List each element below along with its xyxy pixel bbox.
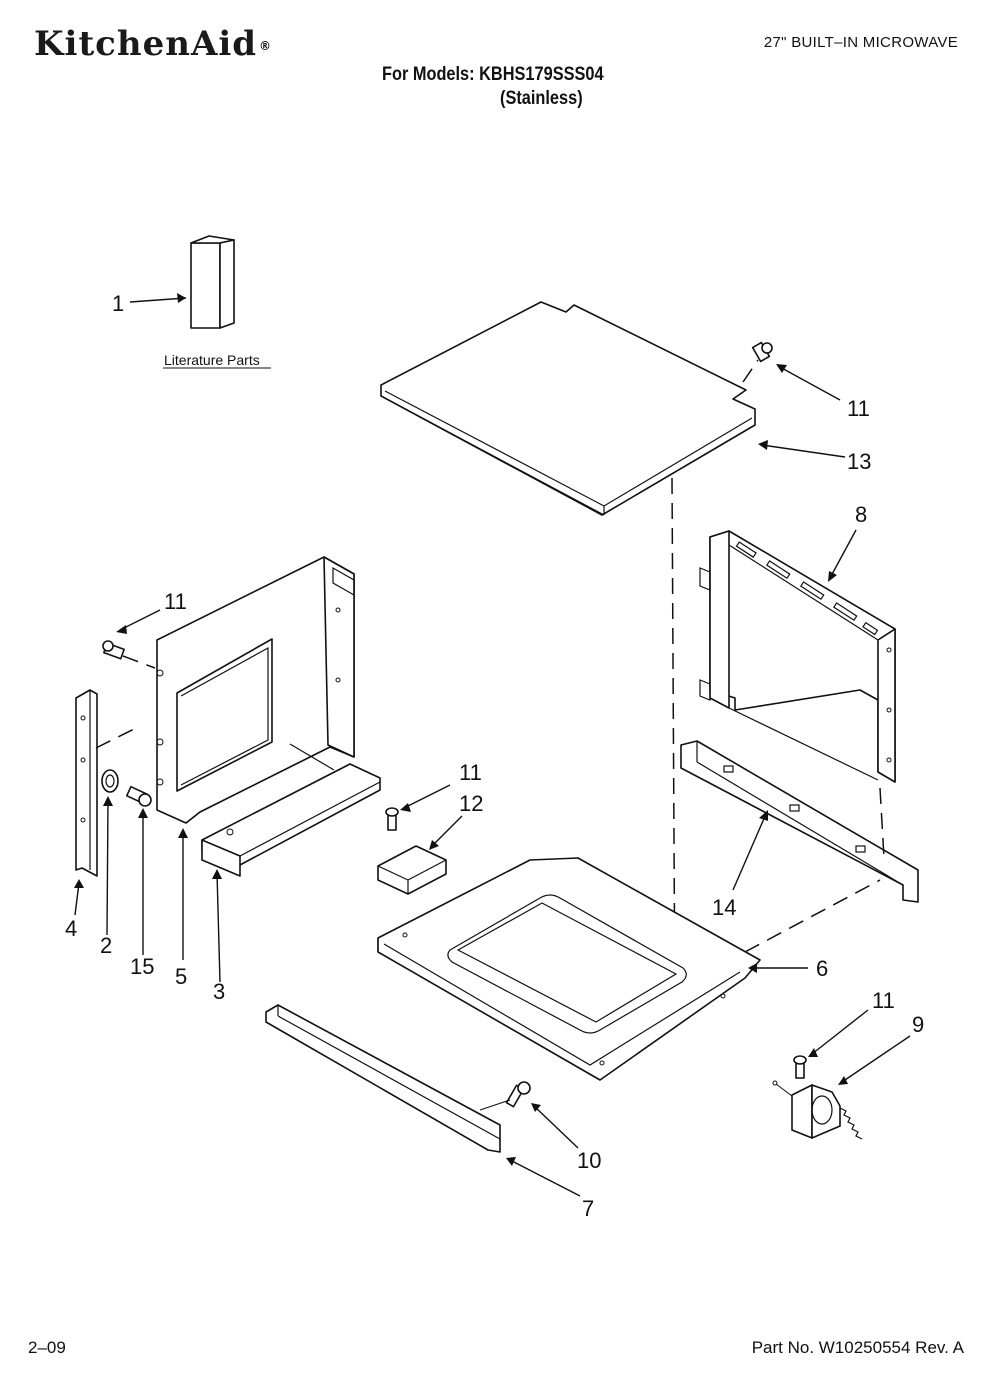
models-line: For Models: KBHS179SSS04: [382, 64, 604, 85]
callout-11-center: 11: [459, 760, 482, 785]
part-number: Part No. W10250554 Rev. A: [751, 1338, 964, 1357]
brand-logo: KitchenAid®: [34, 24, 272, 64]
part-9-latch-solenoid: [772, 1035, 911, 1140]
part-12-module: [377, 815, 463, 895]
product-title: 27" BUILT–IN MICROWAVE: [763, 34, 958, 51]
callout-15: 15: [130, 954, 154, 979]
part-2-spacer: [101, 769, 119, 936]
registered-mark: ®: [259, 39, 273, 53]
brand-name: KitchenAid: [34, 24, 258, 64]
part-15-screw: [125, 785, 152, 955]
callout-6: 6: [816, 956, 828, 981]
part-4-bracket: [74, 689, 141, 916]
finish-line: (Stainless): [500, 88, 583, 109]
callout-4: 4: [65, 916, 77, 941]
screw-11-right: [793, 1009, 869, 1079]
screw-11-left: [102, 609, 161, 669]
part-8-rear-panel: [699, 529, 896, 783]
callout-8: 8: [855, 502, 867, 527]
part-7-trim-strip: [265, 1004, 581, 1197]
callout-5: 5: [175, 964, 187, 989]
screw-11-top: [742, 341, 841, 401]
part-5-left-side-panel: [156, 556, 355, 960]
callout-13: 13: [847, 449, 871, 474]
callout-10: 10: [577, 1148, 601, 1173]
part-6-bottom-panel: [377, 857, 881, 1081]
callout-2: 2: [100, 933, 112, 958]
part-14-front-rail: [680, 740, 919, 903]
callout-9: 9: [912, 1012, 924, 1037]
callout-11-left: 11: [164, 589, 187, 614]
callout-14: 14: [712, 895, 736, 920]
revision-date: 2–09: [28, 1338, 66, 1357]
part-13-top-panel: [380, 301, 756, 516]
callout-3: 3: [213, 979, 225, 1004]
callout-1: 1: [112, 291, 124, 316]
part-1-literature: [129, 235, 271, 369]
callout-7: 7: [582, 1196, 594, 1221]
callout-12: 12: [459, 791, 483, 816]
part-3-channel-bracket: [201, 763, 381, 983]
screw-11-center: [385, 784, 451, 831]
part-5-bottom-flange: [185, 743, 355, 824]
part-10-screw: [479, 1081, 579, 1149]
callout-11-top: 11: [847, 396, 870, 421]
literature-parts-label: Literature Parts: [164, 352, 260, 368]
callout-11-right: 11: [872, 988, 895, 1013]
